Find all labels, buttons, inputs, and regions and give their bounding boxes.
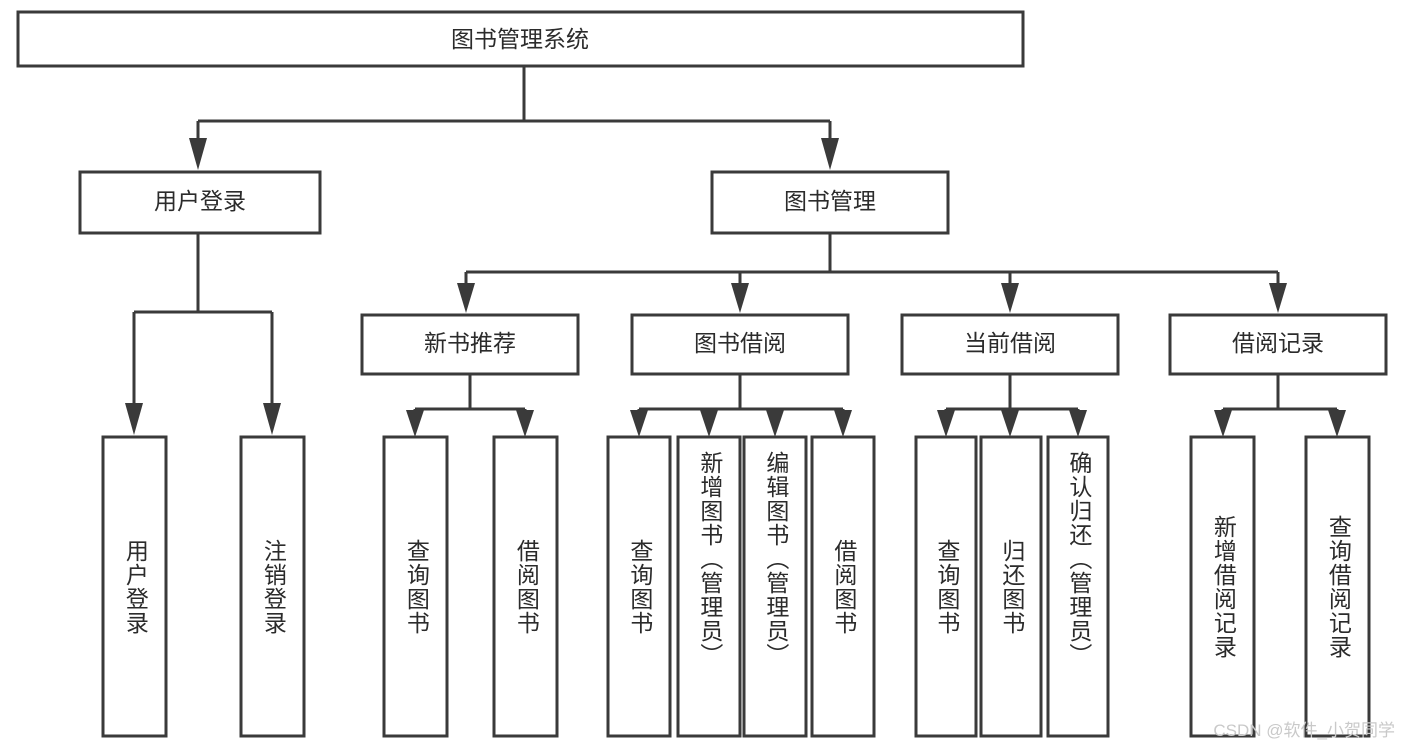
node-leaf-borrow-book-1-label: 借阅图书	[513, 538, 540, 635]
node-book-management-box[interactable]	[710, 170, 950, 235]
node-leaf-add-record-box[interactable]	[1189, 435, 1256, 738]
node-book-borrow[interactable]: 图书借阅	[630, 313, 850, 376]
leaf-text-borrow-book-1: 借阅图书	[494, 437, 557, 736]
node-leaf-user-login-box[interactable]	[101, 435, 168, 738]
arrowhead-leaf-borrow-book-1	[516, 410, 534, 437]
leaf-text-logout: 注销登录	[241, 437, 304, 736]
leaf-text-query-book-3: 查询图书	[916, 437, 976, 736]
node-borrow-record-label: 借阅记录	[1232, 330, 1324, 356]
node-current-borrow[interactable]: 当前借阅	[900, 313, 1120, 376]
node-leaf-user-login-label: 用户登录	[122, 538, 149, 635]
leaf-text-query-book-1: 查询图书	[384, 437, 447, 736]
watermark-text: CSDN @软件_小贺同学	[1213, 721, 1395, 740]
node-leaf-add-book-label: 新增图书（管理员）	[696, 451, 723, 667]
arrowhead-leaf-add-book	[700, 410, 718, 437]
node-book-borrow-label: 图书借阅	[694, 330, 786, 356]
node-root-label: 图书管理系统	[451, 26, 589, 52]
leaf-text-query-record: 查询借阅记录	[1306, 437, 1369, 736]
arrowhead-new-book-recommend	[457, 283, 475, 313]
node-book-borrow-box[interactable]	[630, 313, 850, 376]
node-leaf-query-record-box[interactable]	[1304, 435, 1371, 738]
arrowhead-leaf-add-record	[1214, 410, 1232, 437]
node-leaf-borrow-book-1-box[interactable]	[492, 435, 559, 738]
node-leaf-return-book-box[interactable]	[979, 435, 1043, 738]
node-root-box[interactable]	[16, 10, 1025, 68]
node-leaf-borrow-book-2-label: 借阅图书	[830, 538, 857, 635]
arrowhead-leaf-query-book-2	[630, 410, 648, 437]
node-leaf-return-book-label: 归还图书	[998, 538, 1025, 635]
node-leaf-query-record-label: 查询借阅记录	[1325, 514, 1352, 659]
node-current-borrow-box[interactable]	[900, 313, 1120, 376]
arrowhead-leaf-borrow-book-2	[834, 410, 852, 437]
leaf-text-edit-book: 编辑图书（管理员）	[744, 437, 806, 736]
node-leaf-add-record-label: 新增借阅记录	[1210, 514, 1237, 659]
node-leaf-add-book-box[interactable]	[676, 435, 742, 738]
node-leaf-borrow-book-2-box[interactable]	[810, 435, 876, 738]
arrowhead-leaf-return-book	[1001, 410, 1019, 437]
arrowhead-leaf-query-book-1	[406, 410, 424, 437]
connector-layer	[125, 66, 1346, 437]
arrowhead-book-management	[821, 138, 839, 170]
node-leaf-edit-book-label: 编辑图书（管理员）	[762, 451, 789, 667]
leaf-text-confirm-return: 确认归还（管理员）	[1048, 437, 1108, 736]
arrowhead-leaf-confirm-return	[1069, 410, 1087, 437]
node-leaf-edit-book-box[interactable]	[742, 435, 808, 738]
arrowhead-user-login	[189, 138, 207, 170]
node-root[interactable]: 图书管理系统	[16, 10, 1025, 68]
node-book-management-label: 图书管理	[784, 188, 876, 214]
node-leaf-confirm-return-box[interactable]	[1046, 435, 1110, 738]
arrowhead-book-borrow	[731, 283, 749, 313]
node-current-borrow-label: 当前借阅	[964, 330, 1056, 356]
node-book-management[interactable]: 图书管理	[710, 170, 950, 235]
leaf-text-add-book: 新增图书（管理员）	[678, 437, 740, 736]
node-borrow-record[interactable]: 借阅记录	[1168, 313, 1388, 376]
node-leaf-confirm-return-label: 确认归还（管理员）	[1065, 451, 1092, 667]
node-leaf-query-book-3-label: 查询图书	[933, 538, 960, 635]
arrowhead-leaf-user-login	[125, 403, 143, 435]
node-leaf-query-book-2-label: 查询图书	[626, 538, 653, 635]
node-leaf-query-book-3-box[interactable]	[914, 435, 978, 738]
node-layer: 图书管理系统 用户登录 图书管理 新书推荐 图书借阅 当前	[16, 10, 1388, 738]
node-leaf-query-book-1-label: 查询图书	[403, 538, 430, 635]
node-new-book-recommend-box[interactable]	[360, 313, 580, 376]
node-new-book-recommend-label: 新书推荐	[424, 330, 516, 356]
leaf-text-query-book-2: 查询图书	[608, 437, 670, 736]
arrowhead-leaf-query-record	[1328, 410, 1346, 437]
node-user-login[interactable]: 用户登录	[78, 170, 322, 235]
node-borrow-record-box[interactable]	[1168, 313, 1388, 376]
node-leaf-query-book-2-box[interactable]	[606, 435, 672, 738]
leaf-text-return-book: 归还图书	[981, 437, 1041, 736]
node-user-login-label: 用户登录	[154, 188, 246, 214]
arrowhead-leaf-logout	[263, 403, 281, 435]
arrowhead-leaf-edit-book	[766, 410, 784, 437]
node-leaf-query-book-1-box[interactable]	[382, 435, 449, 738]
node-leaf-logout-label: 注销登录	[260, 538, 287, 635]
arrowhead-leaf-query-book-3	[937, 410, 955, 437]
node-user-login-box[interactable]	[78, 170, 322, 235]
leaf-text-borrow-book-2: 借阅图书	[812, 437, 874, 736]
arrowhead-borrow-record	[1269, 283, 1287, 313]
node-leaf-logout-box[interactable]	[239, 435, 306, 738]
leaf-text-user-login: 用户登录	[103, 437, 166, 736]
node-new-book-recommend[interactable]: 新书推荐	[360, 313, 580, 376]
leaf-text-add-record: 新增借阅记录	[1191, 437, 1254, 736]
arrowhead-current-borrow	[1001, 283, 1019, 313]
